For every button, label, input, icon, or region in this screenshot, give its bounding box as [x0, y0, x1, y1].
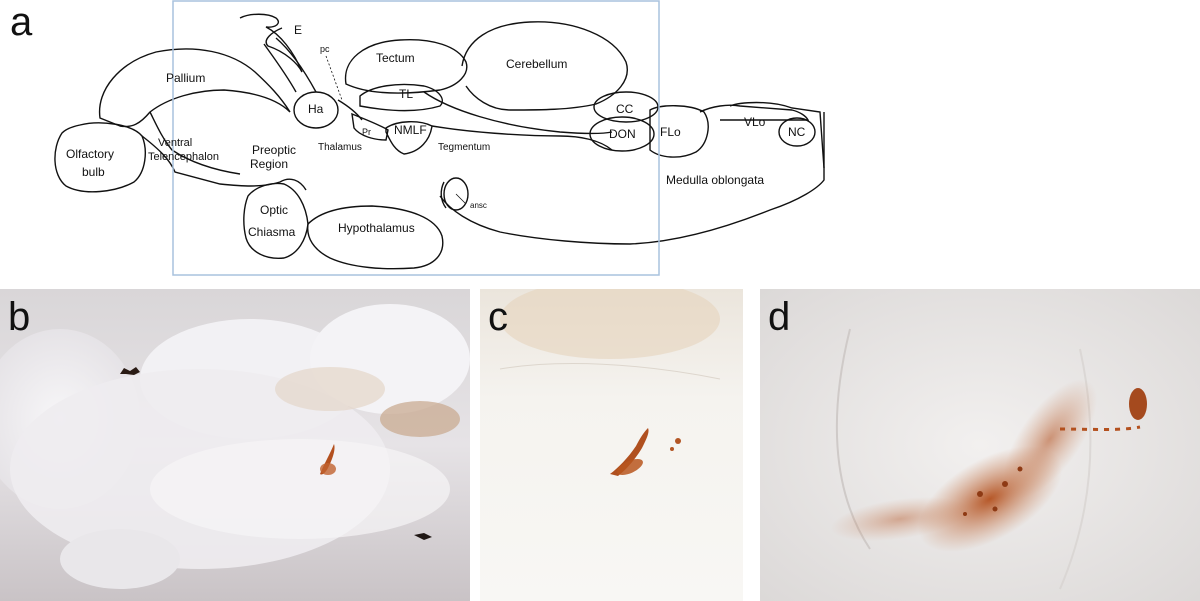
brain-schematic: E pc Tectum Cerebellum Pallium Ha TL CC …: [54, 0, 825, 276]
tectum-outline: [344, 39, 468, 94]
label-optic-2: Chiasma: [248, 225, 296, 239]
epiphysis-outline: [239, 13, 303, 73]
label-nmlf: NMLF: [394, 123, 427, 137]
label-ansc: ansc: [470, 201, 487, 210]
photo-panel-b: [0, 289, 470, 601]
label-tectum: Tectum: [376, 51, 415, 65]
magnified-stain-image: [760, 289, 1200, 601]
label-don: DON: [609, 127, 636, 141]
panel-label-a: a: [10, 0, 33, 44]
label-pc: pc: [320, 44, 330, 54]
label-tegmentum: Tegmentum: [438, 142, 490, 153]
label-olfactory-2: bulb: [82, 165, 105, 179]
flo-outline: [649, 105, 709, 158]
panel-label-c: c: [488, 295, 508, 339]
label-hypothalamus: Hypothalamus: [338, 221, 415, 235]
tegmentum-outline: [431, 125, 613, 151]
medulla-ventral-contour: [439, 112, 825, 245]
label-ventral-2: Telencephalon: [148, 151, 219, 163]
inset-box: [172, 0, 660, 276]
label-preoptic-2: Region: [250, 157, 288, 171]
brain-section-image: [480, 289, 743, 601]
label-nc: NC: [788, 125, 806, 139]
panel-label-d: d: [768, 295, 791, 339]
nmlf-outline: [385, 121, 433, 155]
don-outline: [589, 116, 655, 152]
label-pallium: Pallium: [166, 71, 205, 85]
label-preoptic-1: Preoptic: [252, 143, 296, 157]
pr-outline: [351, 112, 389, 141]
label-ventral-1: Ventral: [158, 137, 192, 149]
pallium-outline: [98, 48, 291, 128]
olfactory-bulb-outline: [54, 122, 146, 193]
hypothalamus-outline: [307, 205, 444, 270]
label-ha: Ha: [308, 102, 324, 116]
optic-chiasma-outline: [243, 182, 309, 259]
nc-outline: [778, 117, 816, 147]
forebrain-lower-outline: [141, 135, 281, 187]
label-cerebellum: Cerebellum: [506, 57, 567, 71]
label-cc: CC: [616, 102, 634, 116]
panel-label-b: b: [8, 295, 31, 339]
ventral-contour: [149, 111, 241, 175]
label-tl: TL: [399, 87, 413, 101]
label-optic-1: Optic: [260, 203, 288, 217]
label-thalamus: Thalamus: [318, 142, 362, 153]
label-olfactory-1: Olfactory: [66, 147, 114, 161]
label-medulla: Medulla oblongata: [666, 173, 764, 187]
label-flo: FLo: [660, 125, 681, 139]
cerebellum-outline: [461, 21, 628, 111]
photo-panel-d: [760, 289, 1200, 601]
label-e: E: [294, 23, 302, 37]
photo-panel-c: [480, 289, 743, 601]
tl-outline: [359, 83, 443, 112]
brain-wholemount-image: [0, 289, 470, 601]
vlo-outline: [699, 104, 810, 121]
label-vlo: VLo: [744, 115, 766, 129]
label-pr: Pr: [362, 127, 371, 137]
ansc-outline: [443, 177, 469, 211]
